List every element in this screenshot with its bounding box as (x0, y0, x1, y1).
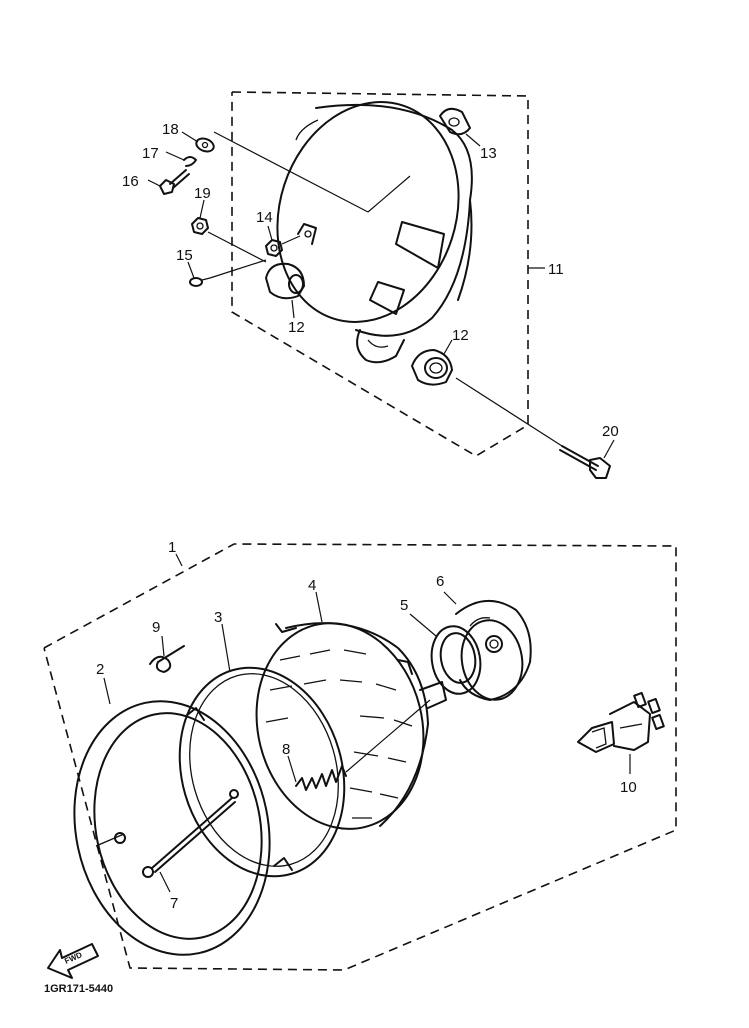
callout-12-left: 12 (288, 319, 305, 336)
callout-12-right: 12 (452, 327, 469, 344)
grommet-13 (439, 107, 471, 136)
figure-code: 1GR171-5440 (44, 983, 113, 995)
callout-14: 14 (256, 209, 273, 226)
retaining-ring-3 (178, 666, 346, 878)
callout-18: 18 (162, 121, 179, 138)
lens-pattern (265, 649, 413, 819)
headlight-rim-2 (73, 700, 271, 956)
callout-17: 17 (142, 145, 159, 162)
damper-12-right (411, 349, 453, 386)
callout-6: 6 (436, 573, 444, 590)
callout-5: 5 (400, 597, 408, 614)
callout-20: 20 (602, 423, 619, 440)
headlight-unit-group-outline (43, 543, 677, 971)
callout-8: 8 (282, 741, 290, 758)
adjusting-spring-8 (295, 699, 431, 791)
washer-17 (183, 156, 197, 167)
nut-19 (191, 217, 209, 235)
housing-group-outline (231, 91, 545, 457)
callout-10: 10 (620, 779, 637, 796)
callout-3: 3 (214, 609, 222, 626)
callout-9: 9 (152, 619, 160, 636)
damper-12-left (265, 262, 305, 300)
callout-16: 16 (122, 173, 139, 190)
lens-reflector-4 (255, 622, 447, 830)
callout-leader-lines (103, 131, 631, 893)
callout-labels: 1 2 3 4 5 6 7 8 9 10 11 12 12 13 14 15 1… (96, 121, 637, 912)
callout-19: 19 (194, 185, 211, 202)
upper-leader-lines (207, 131, 411, 279)
callout-4: 4 (308, 577, 316, 594)
screw-15 (189, 277, 211, 287)
bulb-cover-6 (455, 599, 532, 701)
callout-15: 15 (176, 247, 193, 264)
headlight-bulb-10 (577, 691, 665, 753)
adjusting-screw-7 (142, 797, 236, 878)
callout-2: 2 (96, 661, 104, 678)
spring-clip-9 (149, 645, 185, 673)
bolt-20 (455, 377, 611, 479)
headlight-housing (276, 101, 473, 364)
bolt-16 (159, 169, 190, 195)
washer-18 (195, 137, 215, 153)
callout-13: 13 (480, 145, 497, 162)
callout-7: 7 (170, 895, 178, 912)
callout-11: 11 (548, 261, 564, 278)
callout-1: 1 (168, 539, 176, 556)
forward-direction-arrow: FWD (47, 943, 99, 979)
bulb-socket-seal-5 (430, 625, 482, 695)
